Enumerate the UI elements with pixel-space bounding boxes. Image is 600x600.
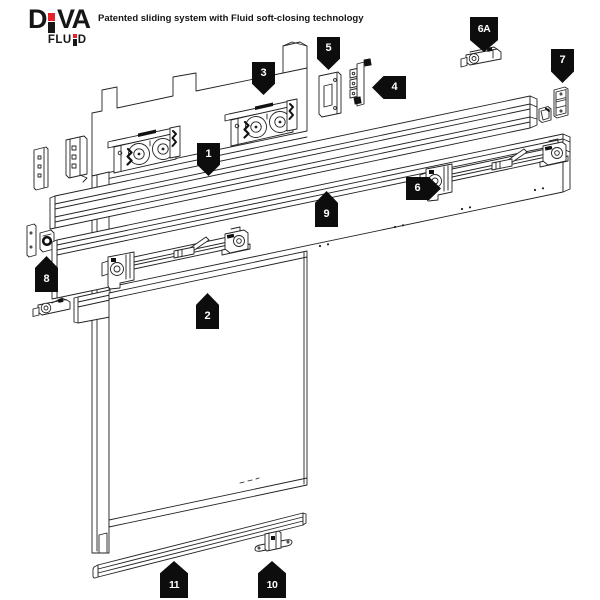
callout-5: 5 <box>317 37 340 70</box>
track-clip <box>538 106 552 123</box>
brand-logo-subword: FLU D <box>28 34 90 46</box>
logo-letter-d: D <box>28 4 48 34</box>
logo-letters-va: VA <box>57 4 91 34</box>
bottom-guide-rail <box>92 512 307 579</box>
logo-letters-flu: FLU <box>47 33 72 46</box>
rail-stub <box>73 289 111 324</box>
page-title: Patented sliding system with Fluid soft-… <box>98 13 364 24</box>
activator-trolley <box>460 46 502 68</box>
brand-logo-word: D VA <box>28 4 91 34</box>
top-track <box>49 95 538 230</box>
callout-6: 6 <box>406 177 441 200</box>
mounting-plate-left <box>33 146 49 191</box>
callout-3: 3 <box>252 62 275 95</box>
logo-i-stem <box>48 22 55 33</box>
floor-activator <box>32 297 71 317</box>
logo-red-i-icon <box>48 13 55 33</box>
floor-guide <box>254 530 293 552</box>
callout-7: 7 <box>551 49 574 83</box>
cover-plate <box>553 86 569 119</box>
door-panel <box>108 250 308 528</box>
mounting-bracket-left <box>65 135 88 183</box>
callout-4: 4 <box>372 76 406 99</box>
brand-logo: D VA FLU D <box>28 4 91 46</box>
callout-9: 9 <box>315 191 338 227</box>
wall-panel <box>91 171 110 554</box>
callout-1: 1 <box>197 143 220 176</box>
mounting-strip <box>349 58 372 107</box>
logo-i-stem-small <box>72 39 77 46</box>
mounting-plate <box>318 71 342 118</box>
logo-letter-d2: D <box>77 33 87 46</box>
logo-red-dot-small <box>72 34 77 38</box>
track-end-cap <box>26 223 55 258</box>
logo-red-i-icon-small <box>72 34 77 46</box>
callout-2: 2 <box>196 293 219 329</box>
logo-red-dot <box>48 13 55 21</box>
callout-8: 8 <box>35 256 58 292</box>
